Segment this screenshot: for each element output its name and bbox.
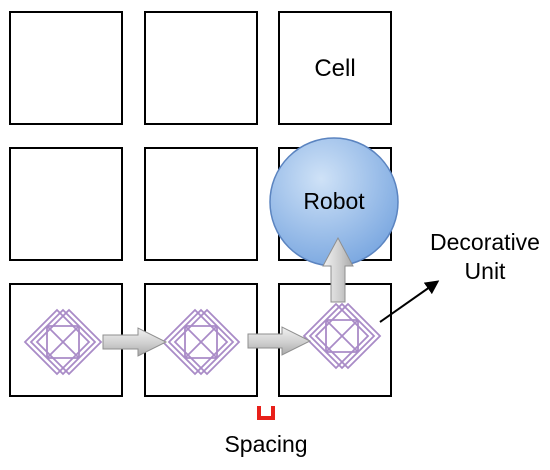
- decorative-unit-label-line2: Unit: [465, 258, 507, 284]
- cell-label: Cell: [314, 55, 355, 82]
- cell-r2-c2: [144, 147, 258, 261]
- decorative-unit-3: [302, 302, 382, 370]
- block-arrow-icon: [247, 326, 312, 356]
- diamond-lattice-icon: [302, 302, 382, 370]
- block-arrow-icon: [102, 327, 168, 357]
- cell-r1-c2: [144, 11, 258, 125]
- move-arrow-2: [247, 326, 312, 356]
- cell-r1-c1: [9, 11, 123, 125]
- robot-label: Robot: [303, 188, 365, 214]
- move-arrow-1: [102, 327, 168, 357]
- bracket-marker-icon: [257, 406, 275, 420]
- block-arrow-icon: [322, 236, 354, 303]
- pointer-arrow-icon: [379, 280, 440, 323]
- diamond-lattice-icon: [23, 308, 103, 376]
- cell-r2-c1: [9, 147, 123, 261]
- decorative-unit-label-line1: Decorative: [430, 229, 540, 255]
- move-arrow-up: [322, 236, 354, 303]
- decorative-unit-2: [161, 308, 241, 376]
- spacing-label: Spacing: [224, 431, 307, 457]
- cell-r1-c3: [278, 11, 392, 125]
- decorative-unit-1: [23, 308, 103, 376]
- robot: Robot: [269, 137, 399, 267]
- diamond-lattice-icon: [161, 308, 241, 376]
